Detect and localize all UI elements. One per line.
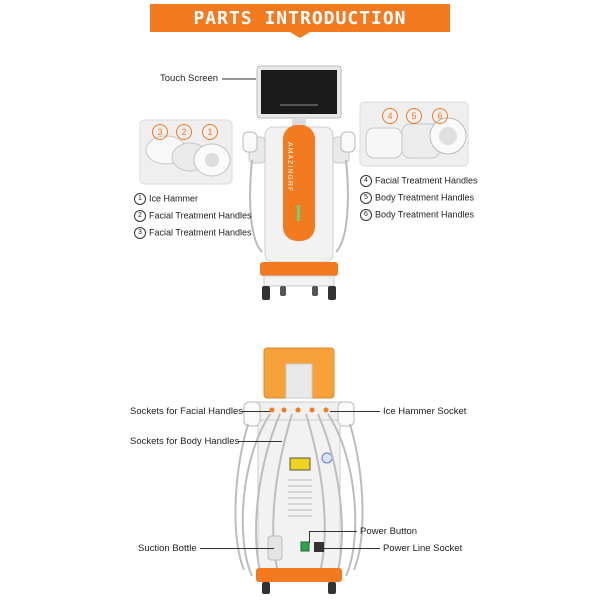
callout-5: 5 bbox=[406, 108, 422, 124]
power-line-socket bbox=[314, 542, 324, 552]
front-view-device bbox=[139, 65, 469, 300]
warning-label bbox=[289, 457, 311, 471]
label-sockets-facial: Sockets for Facial Handles bbox=[130, 406, 243, 417]
device-base bbox=[260, 262, 338, 276]
label-power-line-socket: Power Line Socket bbox=[383, 543, 463, 554]
page-title: PARTS INTRODUCTION bbox=[193, 7, 407, 29]
callout-3: 3 bbox=[152, 124, 168, 140]
device-brand: AMAZINGRF bbox=[286, 142, 293, 193]
touch-screen-display bbox=[261, 70, 337, 114]
label-ice-hammer-socket: Ice Hammer Socket bbox=[383, 406, 467, 417]
rear-view-device bbox=[234, 347, 364, 594]
callout-1: 1 bbox=[202, 124, 218, 140]
leader-power-button-v bbox=[309, 531, 310, 543]
leader-sockets-body bbox=[238, 441, 282, 442]
callout-2: 2 bbox=[176, 124, 192, 140]
label-touch-screen: Touch Screen bbox=[160, 73, 219, 84]
leader-suction-bottle bbox=[200, 548, 274, 549]
callout-6: 6 bbox=[432, 108, 448, 124]
label-power-button: Power Button bbox=[360, 526, 418, 537]
page-title-banner: PARTS INTRODUCTION bbox=[150, 4, 450, 32]
banner-notch bbox=[290, 32, 310, 38]
leader-power-button bbox=[309, 531, 357, 532]
orange-front-panel bbox=[283, 125, 315, 241]
power-button bbox=[300, 541, 310, 552]
label-sockets-body: Sockets for Body Handles bbox=[130, 436, 240, 447]
leader-ice-hammer-socket bbox=[330, 411, 380, 412]
leader-sockets-facial bbox=[242, 411, 270, 412]
callout-4: 4 bbox=[382, 108, 398, 124]
leader-power-line-socket bbox=[324, 548, 380, 549]
label-suction-bottle: Suction Bottle bbox=[138, 543, 197, 554]
